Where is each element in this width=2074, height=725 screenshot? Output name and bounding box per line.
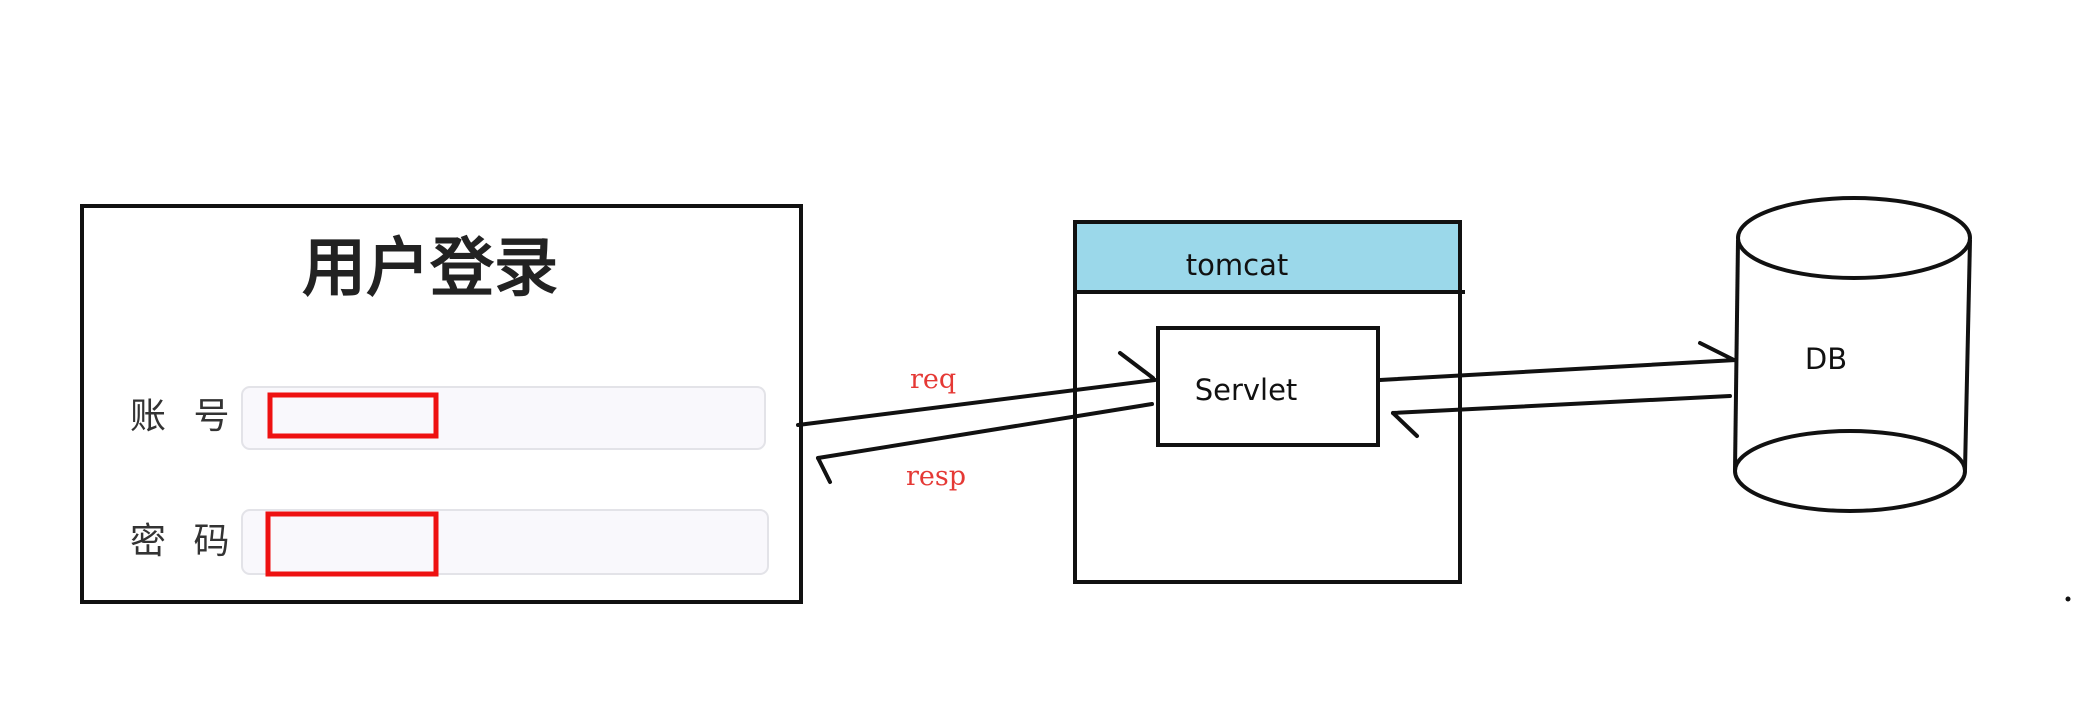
tomcat-frame: [1073, 220, 1462, 584]
stray-dot: [2065, 596, 2071, 602]
account-label: 账 号:: [130, 396, 258, 437]
db-response-arrow-head: [1391, 411, 1419, 438]
request-arrow-head: [1118, 351, 1155, 380]
servlet-box: [1156, 326, 1380, 447]
password-highlight-box: [265, 511, 439, 577]
response-label: resp: [906, 461, 966, 492]
db-request-arrow-head: [1698, 341, 1736, 362]
response-flow: resp: [816, 402, 1154, 492]
db-right-side: [1963, 239, 1972, 471]
servlet-label: Servlet: [1195, 373, 1298, 407]
login-title: 用户登录: [302, 232, 558, 306]
request-flow: req: [796, 351, 1157, 427]
tomcat-label: tomcat: [1186, 248, 1288, 282]
password-input[interactable]: [241, 509, 769, 575]
response-arrow-line: [816, 402, 1154, 460]
tomcat-header: [1075, 222, 1460, 292]
account-highlight-box: [267, 392, 439, 439]
db-label: DB: [1805, 342, 1847, 376]
request-label: req: [910, 364, 956, 395]
tomcat-container: tomcat Servlet: [1073, 220, 1465, 584]
db-bottom-ellipse: [1733, 429, 1967, 513]
database-request-flow: [1378, 341, 1738, 382]
login-form: 用户登录 账 号: 密 码:: [80, 204, 803, 604]
database-cylinder: DB: [1733, 196, 1972, 513]
db-left-side: [1733, 239, 1740, 471]
response-arrow-head: [816, 456, 832, 484]
request-arrow-line: [796, 378, 1157, 427]
password-label: 密 码:: [130, 521, 258, 562]
database-response-flow: [1391, 394, 1732, 438]
db-top-ellipse: [1736, 196, 1972, 280]
db-request-arrow-line: [1378, 358, 1738, 382]
db-response-arrow-line: [1391, 394, 1732, 415]
